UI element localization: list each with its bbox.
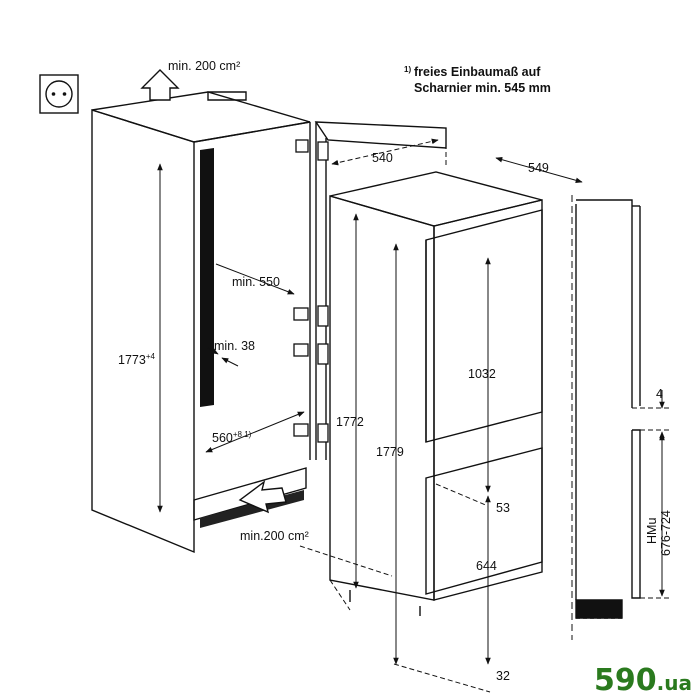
dim-1773-value: 1773 [118, 353, 146, 367]
note-line-1: freies Einbaumaß auf [414, 65, 541, 79]
airflow-arrow-up-icon [140, 69, 180, 101]
watermark-suffix: .ua [657, 671, 692, 695]
vent-bottom-label: min.200 cm² [240, 529, 309, 543]
side-section [575, 199, 641, 619]
dim-53: 53 [496, 501, 510, 515]
airflow-arrow-in-icon [238, 480, 287, 514]
dim-560: 560+8 1) [212, 430, 252, 445]
dim-1772: 1772 [336, 415, 364, 429]
dimension-lines [157, 138, 665, 665]
dim-1779: 1779 [376, 445, 404, 459]
dim-32: 32 [496, 669, 510, 683]
dim-1032: 1032 [468, 367, 496, 381]
dim-1773: 1773+4 [118, 352, 155, 367]
dim-560-value: 560 [212, 431, 233, 445]
dim-1773-sup: +4 [146, 352, 156, 361]
note-line-2: Scharnier min. 545 mm [414, 81, 551, 95]
niche-back-strip [200, 148, 214, 407]
dimension-leaders [299, 128, 670, 693]
dim-hmu-label: HMu [645, 518, 659, 544]
hinges [293, 139, 329, 443]
appliance-body [329, 171, 543, 616]
dim-hmu-range: 676-724 [659, 510, 673, 556]
watermark-text: 590 [594, 663, 657, 698]
dim-560-sup: +8 1) [233, 430, 252, 439]
dim-min-550: min. 550 [232, 275, 280, 289]
dim-549: 549 [528, 161, 549, 175]
power-socket-icon [39, 74, 79, 114]
dim-min-38: min. 38 [214, 339, 255, 353]
watermark: 590.ua [594, 663, 692, 698]
vent-top-label: min. 200 cm² [168, 59, 240, 73]
dim-4: 4 [656, 387, 663, 401]
dim-540: 540 [372, 151, 393, 165]
dim-644: 644 [476, 559, 497, 573]
note-marker: 1) [404, 65, 411, 74]
dim-hmu: HMu676-724 [645, 510, 673, 556]
